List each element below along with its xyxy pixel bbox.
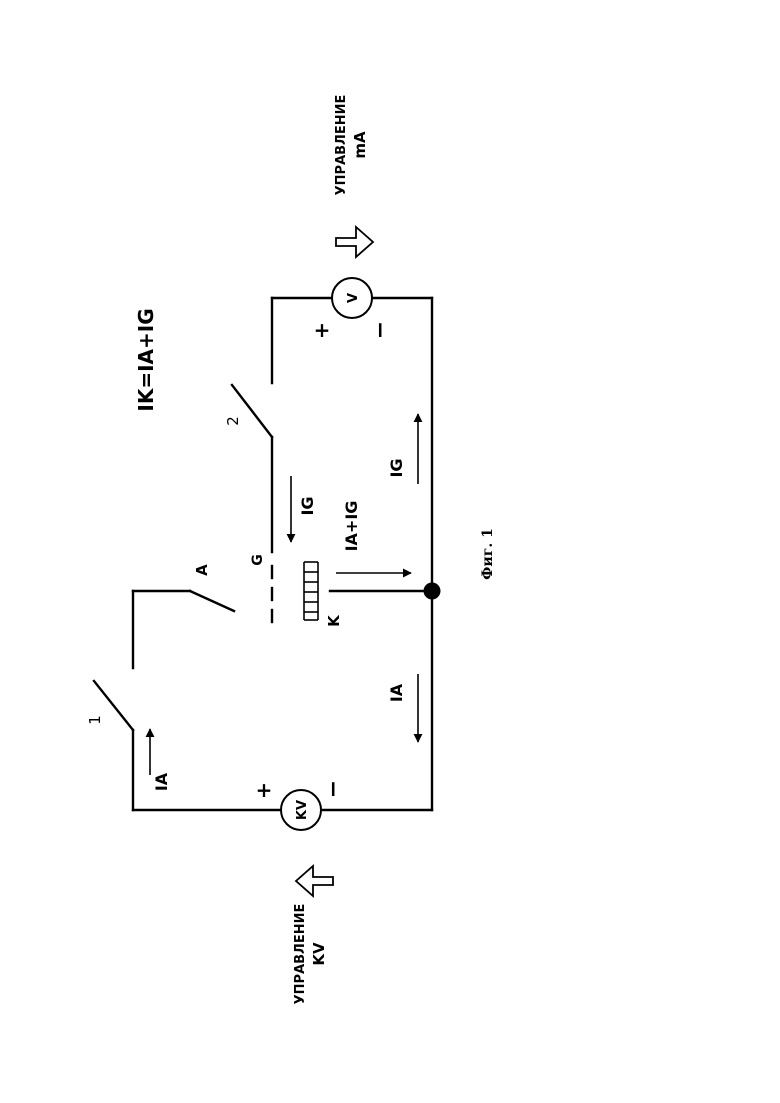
- v-minus-sign: −: [368, 321, 393, 339]
- v-source: V: [332, 278, 372, 318]
- label-ig-tube: IG: [298, 496, 317, 515]
- figure-caption: Фиг. 1: [480, 528, 496, 580]
- switch-1-label: 1: [86, 715, 104, 725]
- formula: IK=IA+IG: [134, 308, 158, 411]
- switch-2-label: 2: [224, 416, 242, 426]
- control-ma-line1: УПРАВЛЕНИЕ: [334, 95, 349, 196]
- cathode-label: K: [325, 614, 343, 627]
- junction-node: [424, 583, 441, 600]
- kv-minus-sign: −: [321, 780, 346, 798]
- kv-plus-sign: +: [256, 778, 273, 802]
- control-ma-line2: mA: [351, 131, 369, 159]
- label-ia-left: IA: [152, 772, 171, 791]
- control-kv-line1: УПРАВЛЕНИЕ: [293, 904, 308, 1005]
- v-plus-sign: +: [314, 318, 331, 342]
- label-ig-bottom: IG: [387, 458, 406, 477]
- v-source-label: V: [346, 293, 361, 303]
- label-ia-bottom: IA: [387, 683, 406, 702]
- control-kv-line2: KV: [310, 942, 328, 966]
- label-cathode-current: IA+IG: [342, 501, 361, 552]
- kv-source-label: KV: [295, 800, 310, 820]
- kv-source: KV: [281, 790, 321, 830]
- anode-label: A: [193, 564, 211, 576]
- grid-label: G: [250, 554, 266, 566]
